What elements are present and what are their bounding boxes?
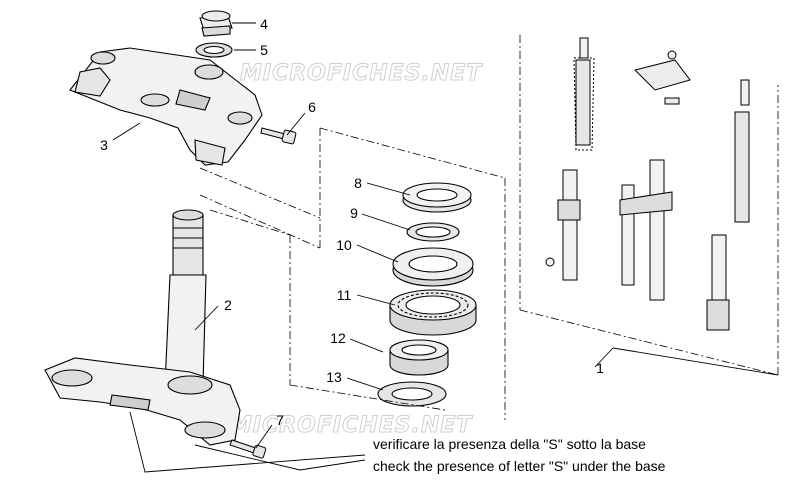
- front-fork-frame: [519, 35, 779, 376]
- callout-11: 11: [337, 287, 352, 303]
- callout-7: 7: [276, 412, 284, 428]
- watermark-top: MICROFICHES.NET: [240, 61, 483, 86]
- callout-5: 5: [260, 42, 268, 58]
- steering-stem: [164, 209, 207, 386]
- callout-8: 8: [354, 175, 362, 191]
- seal-10: [392, 247, 474, 287]
- fork-leg-right: [706, 79, 750, 331]
- washer-13: [377, 381, 447, 407]
- callout-3: 3: [100, 137, 108, 153]
- fork-top-clamp: [634, 50, 691, 105]
- callout-1: 1: [596, 360, 604, 376]
- upper-triple-clamp: [69, 47, 263, 166]
- callout-9: 9: [350, 205, 358, 221]
- washer-9: [406, 222, 460, 242]
- callout-12: 12: [330, 330, 346, 346]
- callout-10: 10: [336, 237, 352, 253]
- fork-inner-tubes: [619, 159, 673, 301]
- lower-triple-clamp: [44, 357, 241, 446]
- callout-2: 2: [224, 297, 232, 313]
- callout-13: 13: [326, 369, 342, 385]
- watermark-bottom: MICROFICHES.NET: [230, 413, 473, 438]
- callout-6: 6: [308, 99, 316, 115]
- bolt-6: [260, 127, 297, 145]
- bolt-7: [229, 439, 267, 459]
- cap-nut: [199, 10, 233, 37]
- washer-5: [195, 42, 233, 58]
- note-english: check the presence of letter "S" under t…: [373, 458, 666, 474]
- leader-lines: [112, 22, 779, 473]
- bearing-11: [389, 289, 477, 336]
- ring-nut-8: [402, 182, 472, 213]
- assembly-guides: [199, 127, 506, 420]
- bearing-12: [389, 339, 449, 376]
- note-italian: verificare la presenza della "S" sotto l…: [373, 436, 646, 452]
- callout-4: 4: [260, 16, 268, 32]
- fork-leg-left: [545, 37, 595, 281]
